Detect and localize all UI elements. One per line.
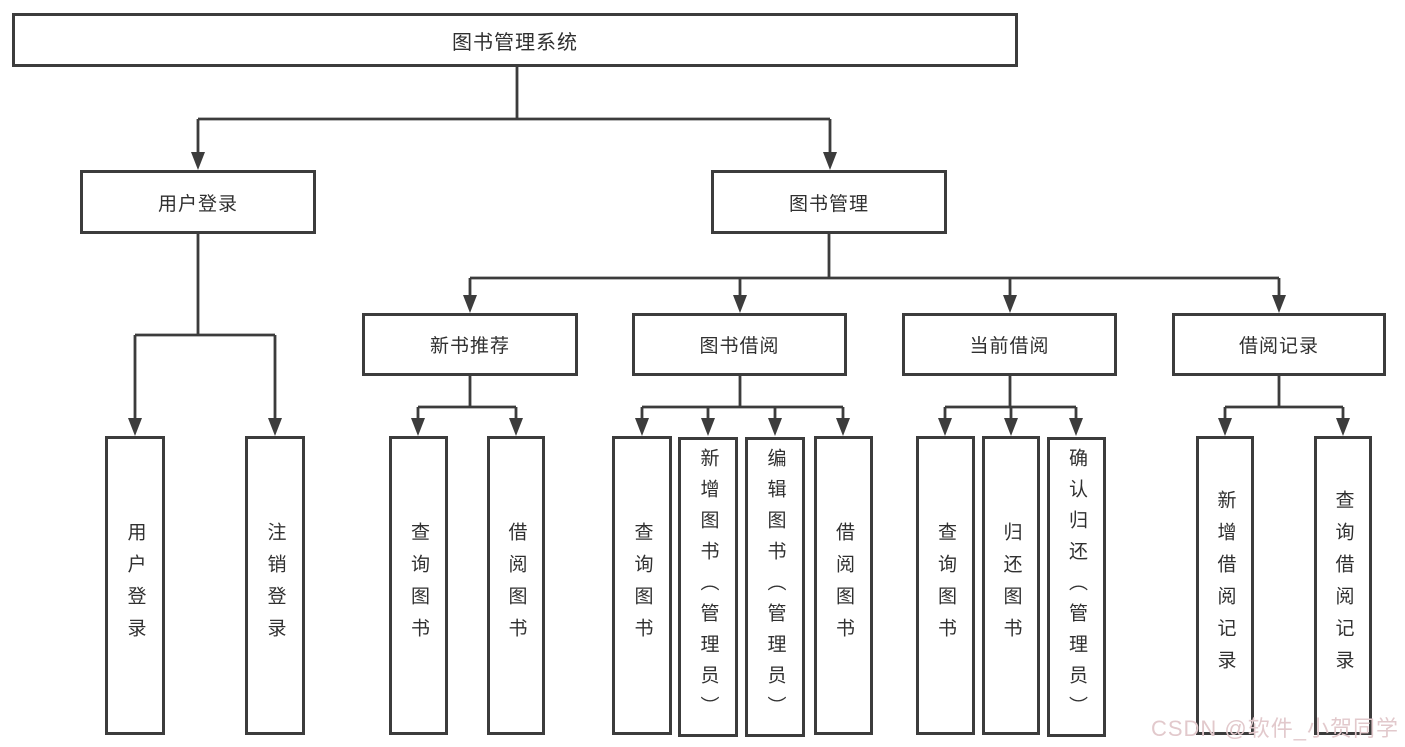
leaf-add-borrow-record: 新增借阅记录 xyxy=(1196,436,1254,735)
leaf-add-book-admin: 新增图书（管理员） xyxy=(678,437,738,737)
node-label: 查询图书 xyxy=(935,521,956,650)
node-label: 新书推荐 xyxy=(429,336,510,357)
leaf-return-books: 归还图书 xyxy=(982,436,1040,735)
leaf-query-books-recommend: 查询图书 xyxy=(389,436,448,735)
node-label: 查询借阅记录 xyxy=(1332,489,1354,682)
node-user-login: 用户登录 xyxy=(80,170,316,234)
node-label: 当前借阅 xyxy=(969,336,1050,357)
node-label: 用户登录 xyxy=(124,521,146,650)
leaf-logout: 注销登录 xyxy=(245,436,305,735)
node-label: 新增借阅记录 xyxy=(1214,489,1236,682)
node-book-management: 图书管理 xyxy=(711,170,947,234)
node-label: 图书借阅 xyxy=(699,336,780,357)
node-label: 归还图书 xyxy=(1000,521,1022,650)
node-label: 借阅图书 xyxy=(505,521,527,650)
leaf-borrow-books-recommend: 借阅图书 xyxy=(487,436,545,735)
node-library-management-system: 图书管理系统 xyxy=(12,13,1018,67)
node-borrowing-records: 借阅记录 xyxy=(1172,313,1386,376)
node-book-borrowing: 图书借阅 xyxy=(632,313,847,376)
leaf-confirm-return-admin: 确认归还（管理员） xyxy=(1047,437,1106,737)
node-label: 注销登录 xyxy=(264,521,286,650)
node-label: 新增图书（管理员） xyxy=(697,447,719,727)
leaf-query-books-current: 查询图书 xyxy=(916,436,975,735)
node-label: 查询图书 xyxy=(631,521,653,650)
connector-path xyxy=(133,67,1345,422)
node-label: 查询图书 xyxy=(408,521,429,650)
node-label: 图书管理系统 xyxy=(452,31,578,54)
node-new-book-recommendation: 新书推荐 xyxy=(362,313,578,376)
node-label: 编辑图书（管理员） xyxy=(764,447,786,727)
node-label: 确认归还（管理员） xyxy=(1066,447,1087,727)
leaf-borrow-books-borrowing: 借阅图书 xyxy=(814,436,873,735)
node-current-borrowing: 当前借阅 xyxy=(902,313,1117,376)
node-label: 借阅记录 xyxy=(1238,336,1319,357)
leaf-query-borrow-record: 查询借阅记录 xyxy=(1314,436,1372,735)
leaf-edit-book-admin: 编辑图书（管理员） xyxy=(745,437,805,737)
leaf-query-books-borrowing: 查询图书 xyxy=(612,436,672,735)
node-label: 用户登录 xyxy=(157,193,238,215)
node-label: 图书管理 xyxy=(788,193,869,215)
node-label: 借阅图书 xyxy=(833,521,854,650)
leaf-user-login: 用户登录 xyxy=(105,436,165,735)
